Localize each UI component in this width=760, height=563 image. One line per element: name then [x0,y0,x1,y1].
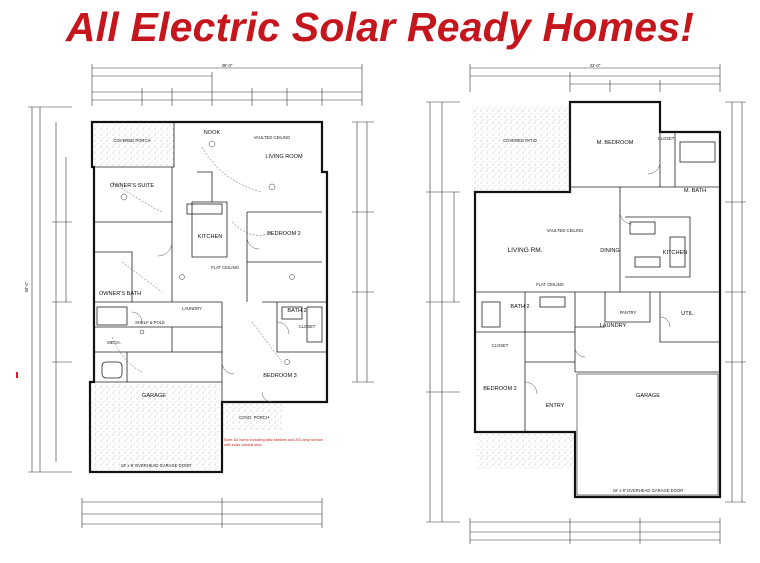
pantry-label: PANTRY [620,310,637,315]
top-dimensions [91,64,363,106]
bedroom-2-label-left: BEDROOM 2 [267,231,301,237]
nook-label: NOOK [204,130,221,136]
left-floor-plan: 38'-0" 58'-0" COVERED PORCH [24,63,374,528]
m-bath-label: M. BATH [684,188,706,194]
overall-width-dim: 38'-0" [222,63,233,68]
overall-width-dim-right: 32'-0" [590,63,601,68]
mech-label: MECH. [107,340,121,345]
closet-label-left: CLOSET [299,324,316,329]
covered-porch-bottom-label: COVD. PORCH [239,415,269,420]
fixtures [120,140,295,365]
right-floor-plan: 32'-0" COVERED PATIO [426,63,746,544]
kitchen-label-left: KITCHEN [198,234,223,240]
bottom-dimensions [81,498,323,528]
door-swings-right [524,161,671,395]
bath-2-label-left: BATH 2 [287,308,306,314]
electrical-circuits [111,146,283,373]
page-title: All Electric Solar Ready Homes! [65,4,695,50]
flat-ceiling-label-left: FLAT CEILING [211,265,239,270]
closet-label-right-2: CLOSET [492,343,509,348]
bottom-dimensions-right [469,518,721,544]
garage-area-right [576,373,719,496]
top-dimensions-right [469,64,721,92]
covered-patio-label: COVERED PATIO [503,138,538,143]
garage-label-left: GARAGE [142,393,166,399]
covered-porch-area [94,124,174,167]
garage-slab [92,384,220,470]
left-dimensions [28,106,72,473]
covered-porch-bottom [222,402,282,430]
exterior-walls-right [473,100,722,499]
interior-walls [94,122,327,402]
covered-patio-area [472,107,570,192]
margin-mark [16,372,18,378]
bath-fixtures [96,203,323,379]
kitchen-label-right: KITCHEN [663,250,688,256]
laundry-label-right: LAUNDRY [600,323,627,329]
left-dimensions-right [426,101,460,523]
kitchen-fixtures [481,141,716,328]
closet-label-right: CLOSET [658,136,675,141]
bath-2-label-right: BATH 2 [510,304,529,310]
red-note: Note: All home including attic shelves a… [224,438,323,447]
right-dimensions [352,121,374,383]
vaulted-ceiling-label-left: VAULTED CEILING [254,135,291,140]
interior-walls-right [475,102,720,432]
overall-depth-dim: 58'-0" [24,281,29,292]
bedroom-3-label: BEDROOM 3 [263,373,297,379]
flat-ceiling-label-right: FLAT CEILING [536,282,564,287]
bedroom-2-label-right: BEDROOM 2 [483,386,517,392]
entry-porch-area [477,434,573,469]
covered-porch-label: COVERED PORCH [114,138,151,143]
owners-suite-label: OWNER'S SUITE [110,183,155,189]
m-bedroom-label: M. BEDROOM [597,140,634,146]
garage-door-label-left: 16' x 8' OVERHEAD GARAGE DOOR [121,463,191,468]
util-label: UTIL. [681,311,695,317]
vaulted-ceiling-label-right: VAULTED CEILING [547,228,584,233]
living-room-label: LIVING ROOM [265,154,303,160]
right-dimensions-right [725,101,746,503]
laundry-label-left: LAUNDRY [182,306,202,311]
door-swings [131,236,290,403]
garage-label-right: GARAGE [636,393,660,399]
entry-label: ENTRY [546,403,565,409]
dining-label: DINING [600,248,620,254]
owners-bath-label: OWNER'S BATH [99,291,141,297]
living-rm-label: LIVING RM. [507,247,542,254]
garage-door-label-right: 16' x 8' OVERHEAD GARAGE DOOR [613,488,683,493]
shelf-pole-label: SHELF & POLE [135,320,165,325]
